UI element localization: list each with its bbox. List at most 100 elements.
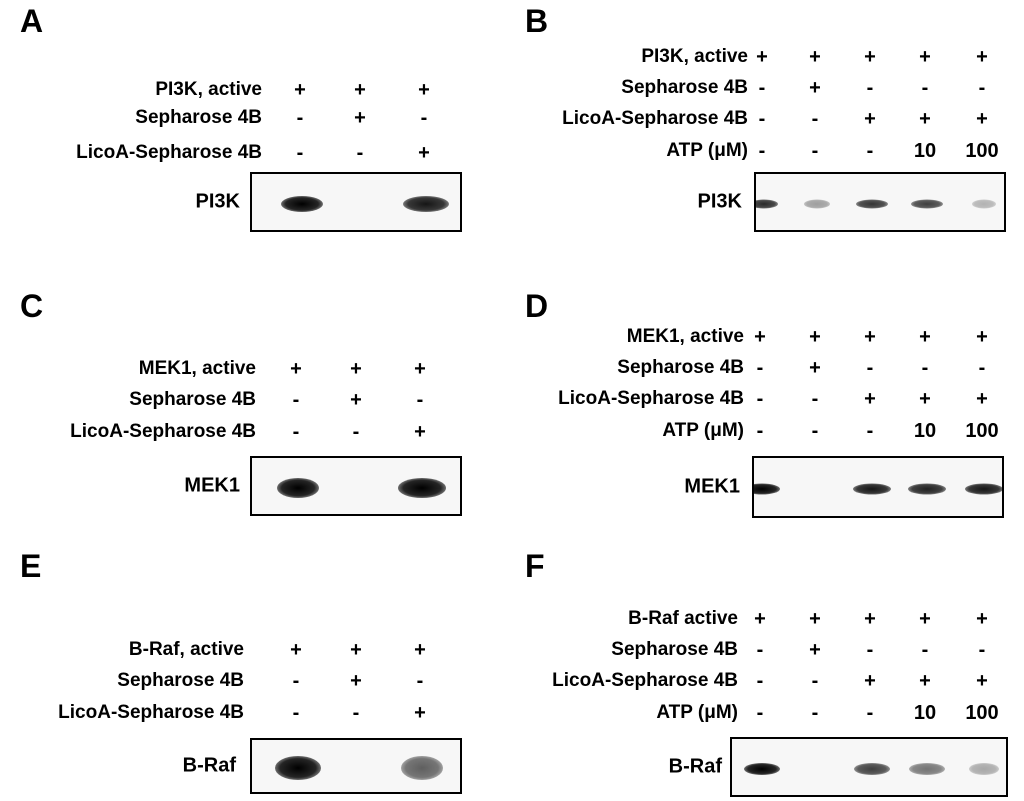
lane-sign: +	[294, 79, 306, 101]
condition-label: LicoA-Sepharose 4B	[552, 670, 738, 691]
panel-letter: C	[20, 288, 44, 324]
blot-band	[754, 483, 780, 495]
blot-band	[856, 199, 888, 209]
lane-sign: +	[864, 108, 876, 130]
blot-band	[972, 199, 996, 209]
condition-label: MEK1, active	[626, 326, 744, 347]
condition-label: B-Raf active	[628, 608, 738, 629]
lane-sign: +	[864, 608, 876, 630]
lane-sign: +	[350, 670, 362, 692]
lane-sign: -	[866, 140, 874, 162]
lane-sign: -	[292, 421, 300, 443]
lane-sign: +	[809, 46, 821, 68]
lane-sign: +	[976, 108, 988, 130]
blot-protein-label: MEK1	[684, 475, 740, 498]
lane-sign: -	[921, 77, 929, 99]
lane-sign: +	[809, 608, 821, 630]
blot-band	[909, 763, 945, 775]
lane-sign: +	[754, 608, 766, 630]
blot-band	[744, 763, 780, 775]
condition-label: PI3K, active	[155, 79, 262, 100]
blot-band	[756, 199, 778, 209]
lane-sign: -	[811, 388, 819, 410]
lane-sign: +	[414, 358, 426, 380]
lane-sign: -	[416, 389, 424, 411]
lane-sign: -	[811, 702, 819, 724]
lane-sign: +	[809, 77, 821, 99]
lane-sign: 10	[913, 420, 937, 442]
lane-sign: -	[356, 142, 364, 164]
lane-sign: +	[350, 389, 362, 411]
panel-letter: B	[525, 3, 549, 39]
lane-sign: -	[352, 421, 360, 443]
lane-sign: 10	[913, 702, 937, 724]
lane-sign: +	[864, 326, 876, 348]
lane-sign: -	[352, 702, 360, 724]
lane-sign: +	[864, 46, 876, 68]
lane-sign: +	[418, 79, 430, 101]
blot-band	[854, 763, 890, 775]
lane-sign: +	[809, 326, 821, 348]
blot-protein-label: MEK1	[184, 474, 240, 497]
lane-sign: -	[978, 357, 986, 379]
lane-sign: -	[758, 108, 766, 130]
lane-sign: +	[976, 388, 988, 410]
blot-protein-label: B-Raf	[668, 755, 722, 778]
lane-sign: +	[754, 326, 766, 348]
lane-sign: 100	[965, 702, 999, 724]
lane-sign: -	[921, 357, 929, 379]
blot-band	[853, 483, 891, 495]
panel-letter: F	[525, 548, 545, 584]
lane-sign: -	[756, 420, 764, 442]
blot-band	[401, 756, 443, 780]
lane-sign: +	[976, 670, 988, 692]
lane-sign: -	[866, 357, 874, 379]
condition-label: B-Raf, active	[128, 639, 244, 660]
lane-sign: +	[919, 46, 931, 68]
lane-sign: -	[416, 670, 424, 692]
lane-sign: -	[756, 670, 764, 692]
lane-sign: -	[292, 670, 300, 692]
lane-sign: +	[414, 421, 426, 443]
lane-sign: +	[354, 79, 366, 101]
lane-sign: -	[866, 702, 874, 724]
lane-sign: +	[976, 608, 988, 630]
condition-label: LicoA-Sepharose 4B	[558, 388, 744, 409]
lane-sign: -	[292, 702, 300, 724]
condition-label: Sepharose 4B	[621, 77, 748, 98]
lane-sign: +	[809, 357, 821, 379]
lane-sign: -	[811, 140, 819, 162]
blot-band	[965, 483, 1002, 495]
blot-band	[908, 483, 946, 495]
lane-sign: -	[866, 639, 874, 661]
lane-sign: -	[296, 142, 304, 164]
blot-band	[969, 763, 999, 775]
condition-label: PI3K, active	[641, 46, 748, 67]
lane-sign: -	[866, 420, 874, 442]
blot-band	[403, 196, 449, 212]
lane-sign: +	[756, 46, 768, 68]
blot-band	[911, 199, 943, 209]
blot-protein-label: PI3K	[195, 190, 240, 213]
condition-label: Sepharose 4B	[617, 357, 744, 378]
lane-sign: +	[919, 670, 931, 692]
condition-label: ATP (μM)	[666, 140, 748, 161]
lane-sign: 10	[913, 140, 937, 162]
lane-sign: -	[296, 107, 304, 129]
lane-sign: -	[756, 639, 764, 661]
lane-sign: +	[919, 108, 931, 130]
panel-letter: A	[20, 3, 44, 39]
lane-sign: +	[418, 142, 430, 164]
lane-sign: +	[290, 358, 302, 380]
blot-membrane	[754, 172, 1006, 232]
lane-sign: -	[756, 357, 764, 379]
lane-sign: +	[864, 670, 876, 692]
panel-letter: D	[525, 288, 549, 324]
lane-sign: -	[756, 388, 764, 410]
lane-sign: -	[921, 639, 929, 661]
lane-sign: +	[864, 388, 876, 410]
lane-sign: +	[350, 358, 362, 380]
lane-sign: +	[919, 608, 931, 630]
blot-protein-label: B-Raf	[182, 754, 236, 777]
lane-sign: +	[354, 107, 366, 129]
